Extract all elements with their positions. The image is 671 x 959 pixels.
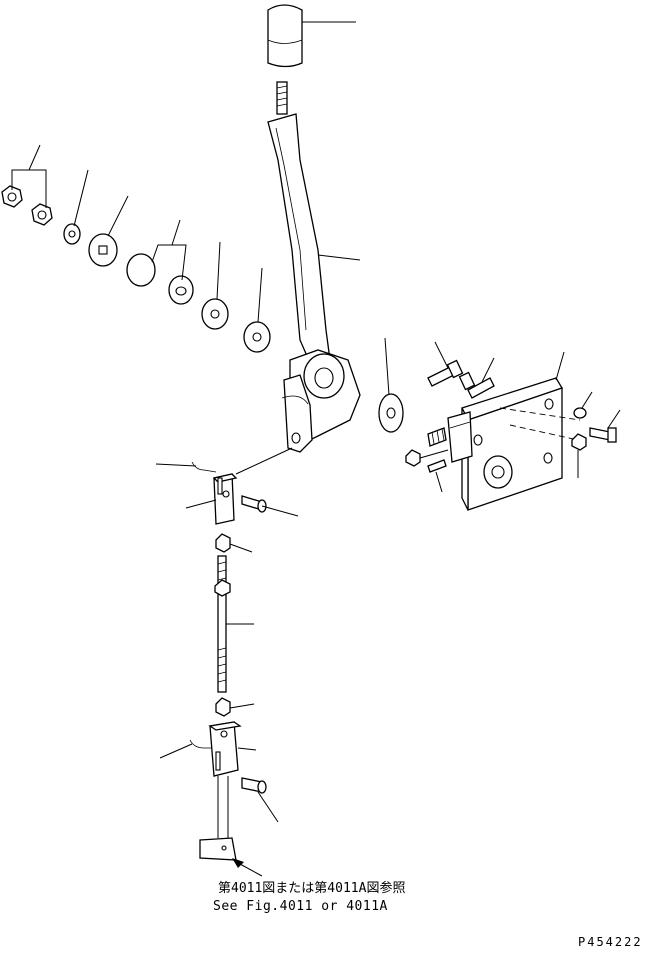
rod-nut-bottom <box>215 697 231 717</box>
lock-washer-right <box>573 407 587 419</box>
pivot-line <box>235 447 293 475</box>
lever-knob <box>267 4 356 68</box>
bracket-leader-spacers <box>151 244 187 281</box>
upper-clevis-assembly <box>155 447 299 525</box>
nut-right <box>571 433 587 451</box>
plate-bolts <box>427 341 495 399</box>
bolt-right <box>589 427 611 441</box>
adjusting-rod <box>217 555 227 693</box>
hub-washer <box>378 337 404 433</box>
reference-arrow-shaft <box>239 863 263 877</box>
left-hardware-group <box>1 144 271 353</box>
lever-threaded-tip <box>276 81 288 115</box>
lever-hub-bracket <box>281 349 361 453</box>
reference-english: See Fig.4011 or 4011A <box>213 899 388 914</box>
spacer-large <box>126 253 156 287</box>
lower-clevis <box>209 721 239 777</box>
leader-lever <box>317 254 361 261</box>
page-number: P454222 <box>578 935 643 949</box>
pin <box>427 459 447 473</box>
control-lever <box>267 113 361 374</box>
bolt-2 <box>467 377 495 399</box>
adjusting-rod-assembly <box>214 533 255 717</box>
reference-japanese: 第4011図または第4011A図参照 <box>218 880 405 896</box>
rod-nut-top <box>215 533 231 553</box>
mounting-plate <box>447 351 581 511</box>
lower-clevis-assembly <box>159 721 279 823</box>
spring-pin <box>427 427 447 447</box>
reference-arrow-head <box>232 858 244 868</box>
lower-linkage <box>199 776 263 877</box>
right-hardware-group <box>405 391 621 493</box>
nut-left-of-plate <box>405 449 421 467</box>
